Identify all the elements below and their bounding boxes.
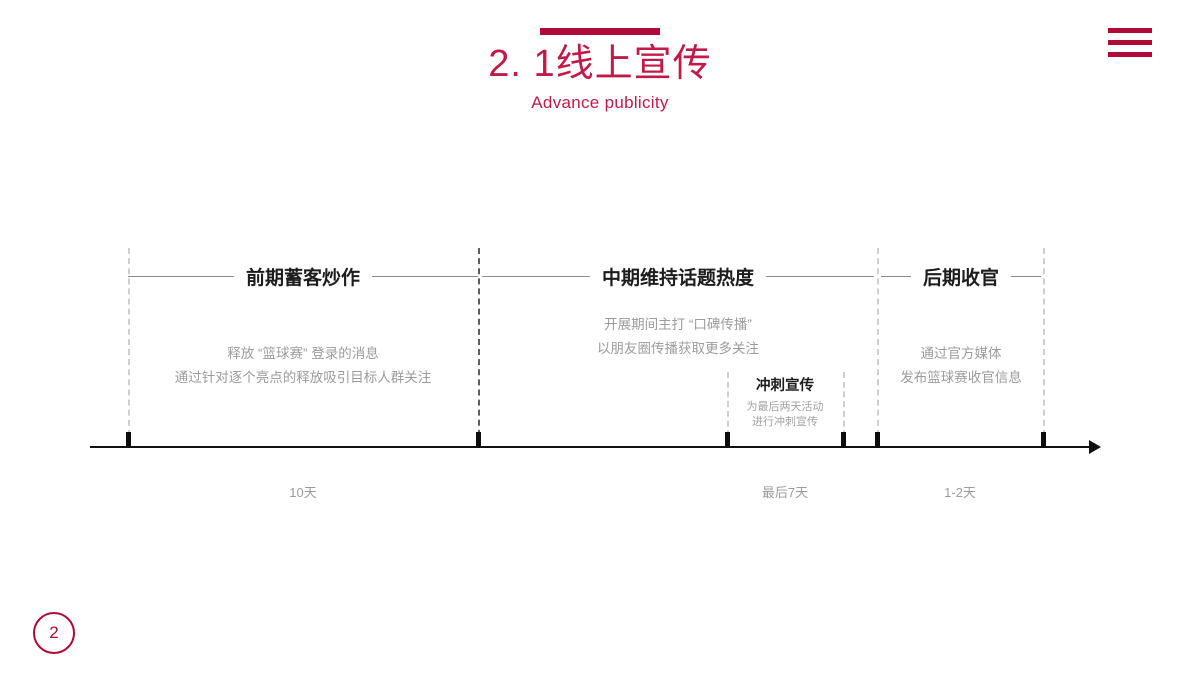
duration-label-early: 10天 (289, 485, 317, 500)
sprint-body-line: 进行冲刺宣传 (752, 416, 818, 428)
divider-sprint-start (727, 372, 729, 446)
hamburger-bar-1 (1108, 28, 1152, 33)
divider-mid-late (877, 248, 879, 446)
section-body-line: 释放 “篮球赛” 登录的消息 (227, 346, 379, 361)
sprint-body-line: 为最后两天活动 (746, 401, 824, 413)
sprint-block: 冲刺宣传 为最后两天活动 进行冲刺宣传 (727, 376, 843, 430)
hamburger-bar-2 (1108, 40, 1152, 45)
axis-tick (725, 432, 730, 448)
heading-rule-right (372, 275, 479, 277)
title-accent-rule (540, 28, 660, 35)
divider-early-mid (478, 248, 480, 446)
duration-label-sprint: 最后7天 (761, 485, 809, 500)
divider-end (1043, 248, 1045, 446)
heading-rule-right (766, 275, 875, 277)
section-body-early: 释放 “篮球赛” 登录的消息 通过针对逐个亮点的释放吸引目标人群关注 (128, 342, 478, 390)
hamburger-bar-3 (1108, 52, 1152, 57)
section-body-line: 开展期间主打 “口碑传播” (604, 317, 752, 332)
page-number-badge: 2 (33, 612, 75, 654)
section-body-line: 通过官方媒体 (920, 346, 1002, 361)
section-heading-late: 后期收官 (881, 264, 1042, 289)
section-heading-early: 前期蓄客炒作 (128, 264, 479, 289)
section-body-late: 通过官方媒体 发布篮球赛收官信息 (881, 342, 1041, 390)
timeline-axis (90, 446, 1093, 448)
axis-tick (1041, 432, 1046, 448)
page-title: 2. 1线上宣传 (488, 43, 712, 85)
heading-rule-left (482, 275, 590, 277)
divider-start (128, 248, 130, 446)
page-title-block: 2. 1线上宣传 Advance publicity (0, 28, 1200, 113)
heading-rule-right (1011, 275, 1042, 277)
section-heading-mid: 中期维持话题热度 (482, 264, 875, 289)
heading-rule-left (128, 275, 234, 277)
axis-tick (875, 432, 880, 448)
section-body-line: 通过针对逐个亮点的释放吸引目标人群关注 (174, 370, 432, 385)
hamburger-icon[interactable] (1108, 28, 1152, 57)
sprint-title: 冲刺宣传 (756, 378, 814, 394)
section-title: 中期维持话题热度 (602, 267, 755, 289)
section-title: 前期蓄客炒作 (246, 267, 361, 289)
section-body-line: 发布篮球赛收官信息 (900, 370, 1022, 385)
duration-label-late: 1-2天 (944, 485, 976, 500)
axis-tick (841, 432, 846, 448)
heading-rule-left (881, 275, 911, 277)
section-body-mid: 开展期间主打 “口碑传播” 以朋友圈传播获取更多关注 (482, 313, 874, 361)
section-body-line: 以朋友圈传播获取更多关注 (597, 341, 759, 356)
divider-sprint-end (843, 372, 845, 446)
section-title: 后期收官 (923, 267, 1000, 289)
page-subtitle: Advance publicity (531, 92, 669, 112)
right-arrow-icon (1089, 440, 1101, 454)
sprint-body: 为最后两天活动 进行冲刺宣传 (727, 400, 843, 430)
axis-tick (476, 432, 481, 448)
axis-tick (126, 432, 131, 448)
